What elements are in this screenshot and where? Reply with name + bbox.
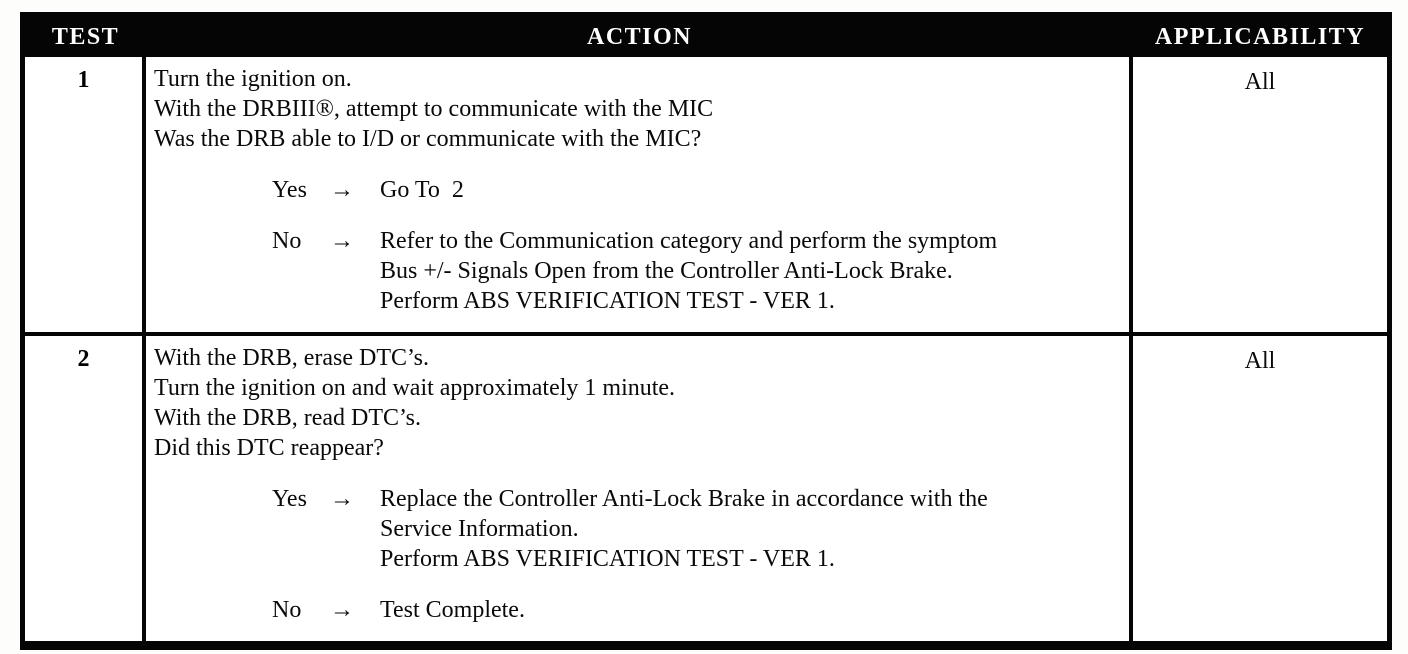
header-action: ACTION — [586, 23, 692, 50]
action-line: Perform ABS VERIFICATION TEST - VER 1. — [380, 546, 835, 572]
action-intro: Turn the ignition on. With the DRBIII®, a… — [154, 64, 1121, 154]
decision-branch: No → Test Complete. — [272, 595, 1121, 625]
action-branches: Yes → Go To 2 No → Refer to the Communic… — [154, 175, 1121, 316]
table-row: 1 Turn the ignition on. With the DRBIII®,… — [25, 57, 1387, 332]
action-line: Did this DTC reappear? — [154, 435, 384, 461]
branch-label: No — [272, 597, 302, 623]
action-line: Go To 2 — [380, 177, 464, 203]
branch-label: No — [272, 228, 302, 254]
arrow-icon: → — [330, 486, 354, 512]
branch-lines: Replace the Controller Anti-Lock Brake i… — [380, 484, 1121, 574]
branch-lines: Go To 2 — [380, 175, 1121, 205]
action-line: Replace the Controller Anti-Lock Brake i… — [380, 486, 988, 512]
action-line: Turn the ignition on. — [154, 66, 352, 92]
branch-lines: Test Complete. — [380, 595, 1121, 625]
arrow-icon: → — [330, 177, 354, 203]
arrow-icon: → — [330, 597, 354, 623]
applicability-cell: All — [1133, 336, 1387, 641]
action-line: Test Complete. — [380, 597, 525, 623]
test-number-cell: 1 — [25, 57, 146, 332]
action-line: With the DRBIII®, attempt to communicate… — [154, 96, 714, 122]
diagnostic-test-table: TEST ACTION APPLICABILITY 1 Turn the ign… — [20, 12, 1392, 650]
action-cell: With the DRB, erase DTC’s. Turn the ignit… — [146, 336, 1133, 641]
header-applicability: APPLICABILITY — [1154, 23, 1366, 50]
branch-label: Yes — [272, 486, 307, 512]
branch-label: Yes — [272, 177, 307, 203]
table-body: 1 Turn the ignition on. With the DRBIII®,… — [25, 57, 1387, 641]
action-line: Service Information. — [380, 516, 579, 542]
header-test: TEST — [51, 23, 120, 50]
test-number: 2 — [77, 346, 90, 372]
action-line: Perform ABS VERIFICATION TEST - VER 1. — [380, 288, 835, 314]
action-cell: Turn the ignition on. With the DRBIII®, a… — [146, 57, 1133, 332]
decision-branch: Yes → Replace the Controller Anti-Lock B… — [272, 484, 1121, 574]
table-header-row: TEST ACTION APPLICABILITY — [25, 17, 1387, 57]
action-line: Turn the ignition on and wait approximat… — [154, 375, 676, 401]
test-number-cell: 2 — [25, 336, 146, 641]
decision-branch: Yes → Go To 2 — [272, 175, 1121, 205]
test-number: 1 — [77, 67, 90, 93]
action-line: With the DRB, erase DTC’s. — [154, 345, 429, 371]
action-line: With the DRB, read DTC’s. — [154, 405, 421, 431]
applicability-value: All — [1244, 69, 1276, 95]
arrow-icon: → — [330, 228, 354, 254]
branch-lines: Refer to the Communication category and … — [380, 226, 1121, 316]
applicability-value: All — [1244, 348, 1276, 374]
action-branches: Yes → Replace the Controller Anti-Lock B… — [154, 484, 1121, 625]
decision-branch: No → Refer to the Communication category… — [272, 226, 1121, 316]
action-intro: With the DRB, erase DTC’s. Turn the ignit… — [154, 343, 1121, 463]
action-line: Was the DRB able to I/D or communicate w… — [154, 126, 702, 152]
applicability-cell: All — [1133, 57, 1387, 332]
table-row: 2 With the DRB, erase DTC’s. Turn the ign… — [25, 332, 1387, 641]
action-line: Refer to the Communication category and … — [380, 228, 998, 254]
action-line: Bus +/- Signals Open from the Controller… — [380, 258, 953, 284]
